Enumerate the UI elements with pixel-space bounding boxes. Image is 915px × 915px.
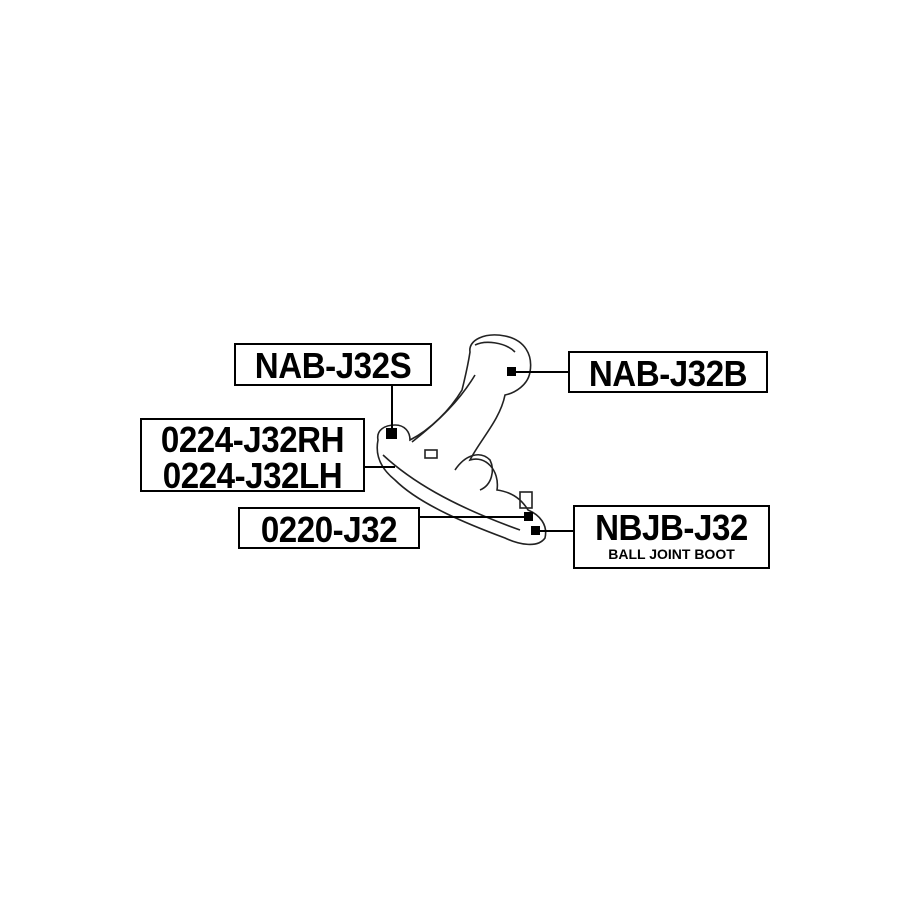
part-number: NAB-J32B <box>588 353 748 394</box>
label-nab-j32s: NAB-J32S <box>234 343 432 386</box>
part-number-rh: 0224-J32RH <box>160 419 345 460</box>
marker-nab-j32b <box>507 367 516 376</box>
marker-0220 <box>524 512 533 521</box>
part-number: 0220-J32 <box>260 509 398 550</box>
part-number-lh: 0224-J32LH <box>162 455 343 496</box>
part-number: NAB-J32S <box>254 345 412 386</box>
part-number: NBJB-J32 <box>595 507 748 548</box>
label-nbjb-j32: NBJB-J32 BALL JOINT BOOT <box>573 505 770 569</box>
marker-nab-j32s <box>386 428 397 439</box>
part-description: BALL JOINT BOOT <box>608 546 735 562</box>
label-0220-j32: 0220-J32 <box>238 507 420 549</box>
marker-boot <box>531 526 540 535</box>
arm-outline <box>376 334 547 546</box>
label-nab-j32b: NAB-J32B <box>568 351 768 393</box>
label-0224: 0224-J32RH 0224-J32LH <box>140 418 365 496</box>
